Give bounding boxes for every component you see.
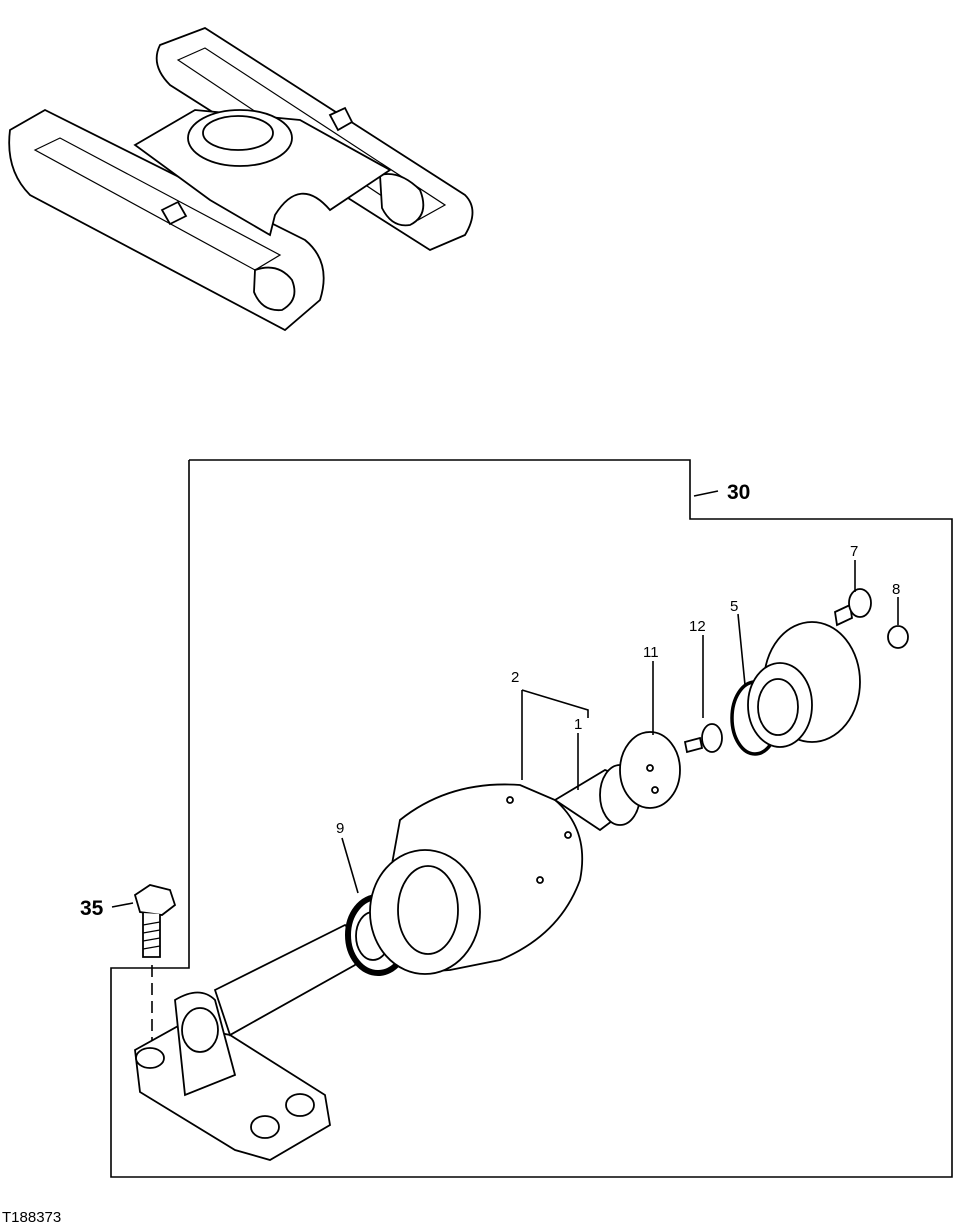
callout-8: 8 bbox=[892, 581, 900, 598]
plug-part bbox=[887, 625, 909, 649]
callout-12: 12 bbox=[689, 618, 706, 635]
callout-9: 9 bbox=[336, 820, 344, 837]
callout-2: 2 bbox=[511, 669, 519, 686]
thrust-plate-part bbox=[619, 731, 681, 809]
roller-part bbox=[369, 783, 584, 975]
callout-1: 1 bbox=[574, 716, 582, 733]
support-bracket-part bbox=[134, 923, 360, 1161]
callout-30: 30 bbox=[727, 481, 750, 504]
assembly-boundary bbox=[110, 459, 953, 1178]
bolt-part bbox=[133, 884, 177, 958]
track-frame-overview bbox=[8, 26, 474, 332]
figure-id: T188373 bbox=[2, 1209, 61, 1225]
callout-11: 11 bbox=[643, 644, 659, 661]
end-cap-part bbox=[747, 621, 861, 748]
callout-35: 35 bbox=[80, 897, 104, 920]
cap-bolt-part bbox=[834, 588, 872, 627]
cap-screw-part bbox=[683, 723, 723, 754]
callout-7: 7 bbox=[850, 543, 858, 560]
callout-5: 5 bbox=[730, 598, 738, 615]
